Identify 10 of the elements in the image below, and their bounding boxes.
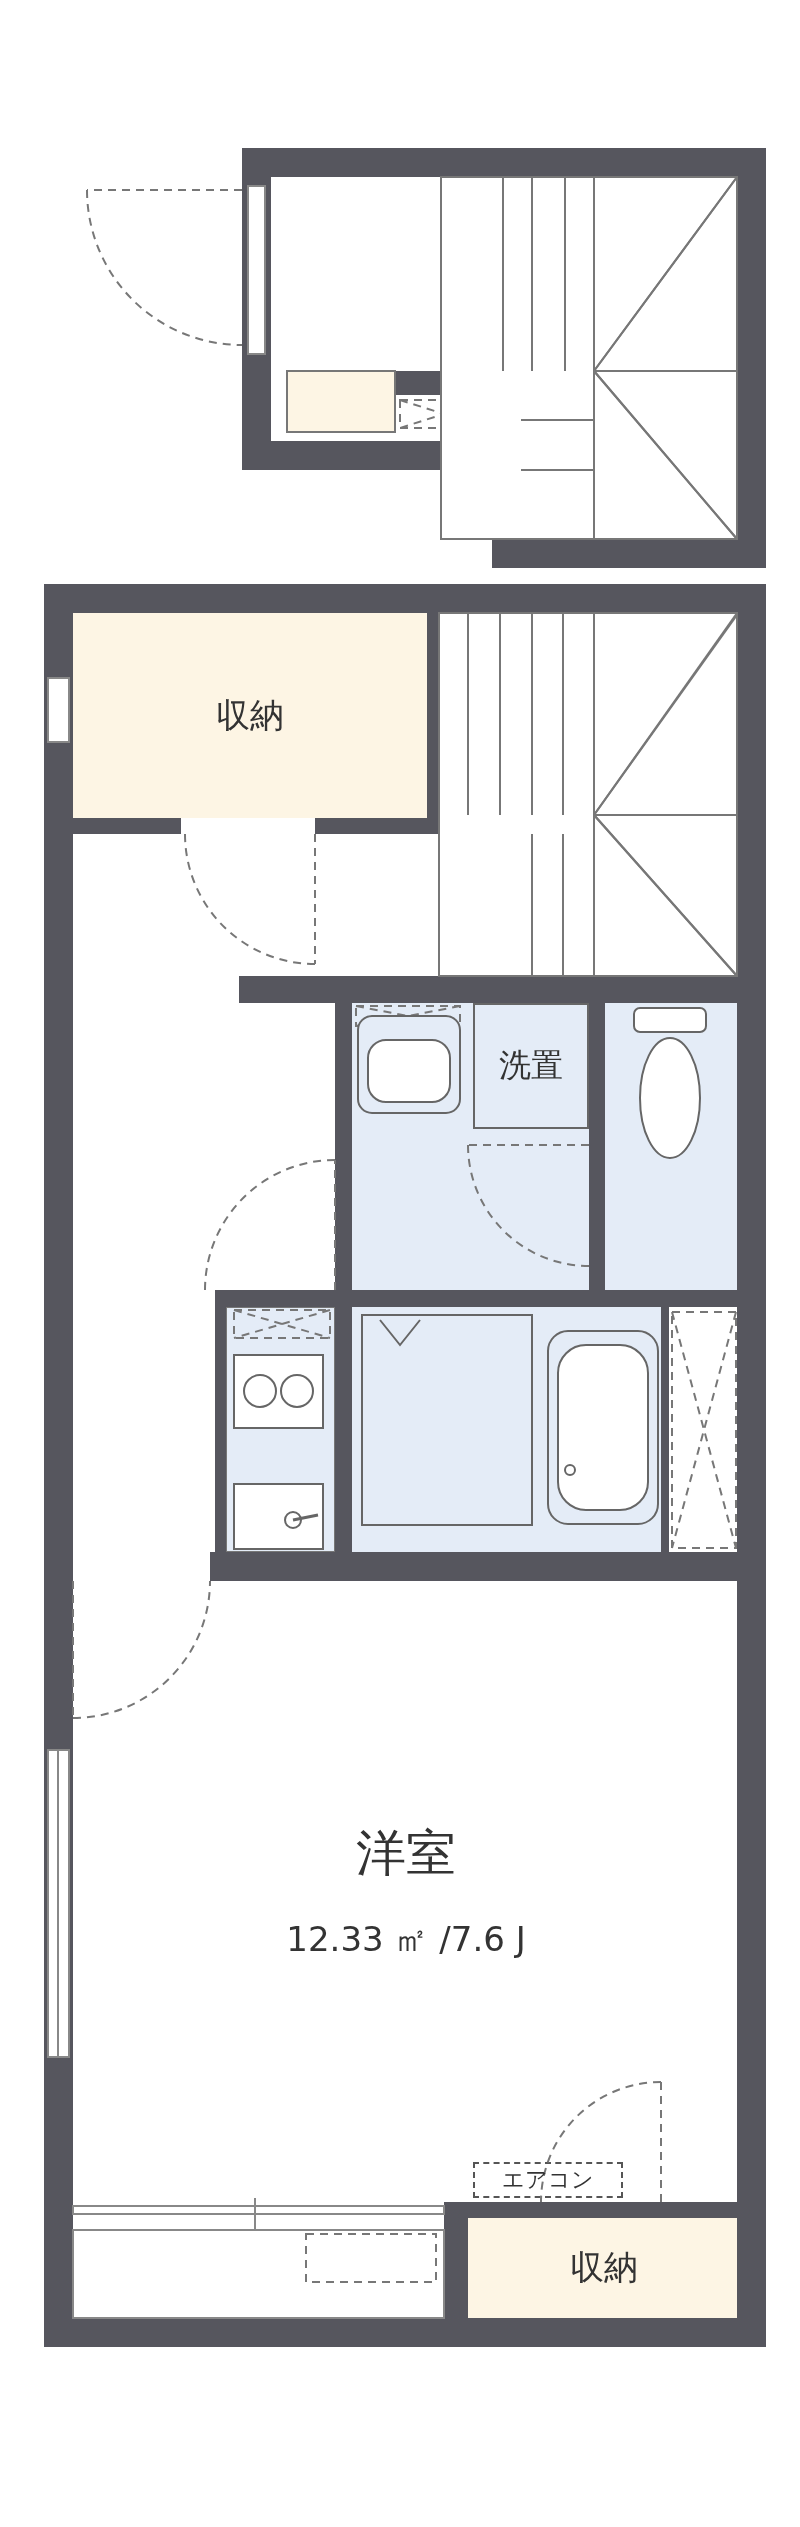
room-label: 洗置 <box>499 1045 563 1086</box>
aircon-box <box>473 2162 623 2198</box>
room-label: 洋室 <box>356 1823 456 1884</box>
storage-area <box>468 2218 739 2318</box>
storage-area <box>73 613 427 818</box>
aircon-label: エアコン <box>502 2166 594 2194</box>
room-label: 収納 <box>569 2246 638 2289</box>
laundry-space <box>473 1003 589 1129</box>
room-label: 収納 <box>216 693 284 737</box>
area-label: 12.33 ㎡ /7.6 J <box>286 1918 526 1961</box>
